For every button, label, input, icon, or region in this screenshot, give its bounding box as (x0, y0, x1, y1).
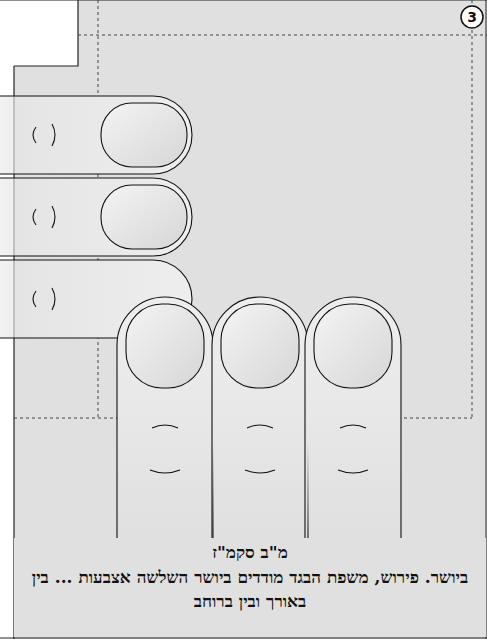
callout-number: 3 (462, 7, 482, 27)
explanation-text: ביושר. פירוש, משפת הבגד מודדים ביושר השל… (24, 565, 476, 613)
section-heading: מ"ב סקמ"ז (20, 542, 480, 563)
